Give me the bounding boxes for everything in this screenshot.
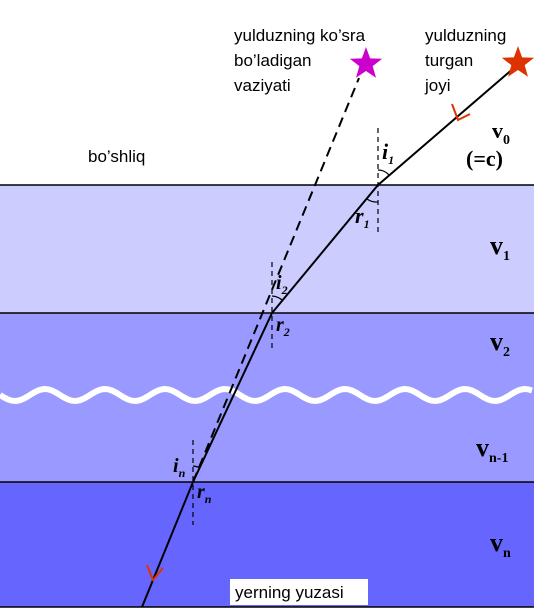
surface-label-box xyxy=(230,579,368,605)
velocity-vn-1: vn-1 xyxy=(476,433,508,466)
angle-r1: r1 xyxy=(355,203,370,231)
angle-in: in xyxy=(173,455,186,480)
angle-rn: rn xyxy=(197,481,212,506)
layer-2 xyxy=(0,313,534,395)
layer-n-1 xyxy=(0,395,534,482)
angle-arc-in xyxy=(192,465,201,469)
angle-i2: i2 xyxy=(276,272,288,297)
wave-break xyxy=(0,386,533,404)
angle-arc-i2 xyxy=(271,295,283,301)
velocity-v0-eq: (=c) xyxy=(466,146,503,171)
angle-i1: i1 xyxy=(382,139,394,167)
velocity-v1: v1 xyxy=(490,231,510,264)
light-ray xyxy=(141,66,516,608)
vacuum-label: bo’shliq xyxy=(88,147,145,166)
true-star-label: yulduzning turgan joyi xyxy=(424,26,511,95)
layer-1 xyxy=(0,185,534,313)
arrowhead-icon-bottom xyxy=(146,564,164,582)
arrowhead-icon-top xyxy=(451,103,471,122)
angle-arc-i1 xyxy=(377,169,390,176)
velocity-vn: vn xyxy=(490,528,511,561)
velocity-v2: v2 xyxy=(490,327,510,360)
surface-label: yerning yuzasi xyxy=(235,583,344,602)
apparent-star-icon xyxy=(349,47,383,78)
apparent-ray xyxy=(192,77,360,483)
true-star-icon xyxy=(501,46,534,77)
apparent-star-label: yulduzning ko’sra bo’ladigan vaziyati xyxy=(234,26,370,95)
angle-arc-r1 xyxy=(366,198,379,203)
velocity-v0: v0 xyxy=(492,118,510,148)
angle-r2: r2 xyxy=(276,314,290,339)
